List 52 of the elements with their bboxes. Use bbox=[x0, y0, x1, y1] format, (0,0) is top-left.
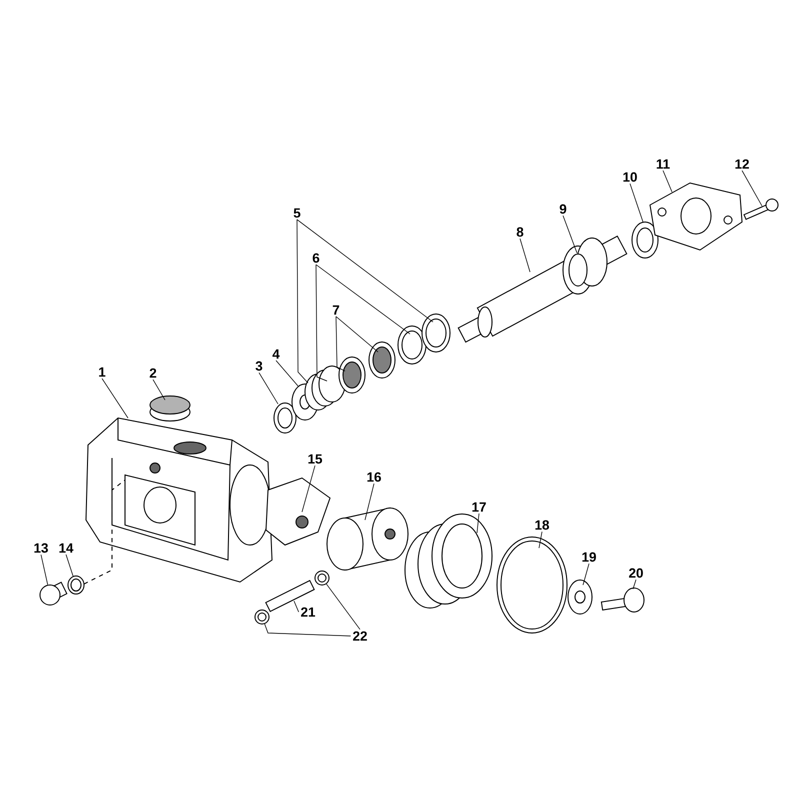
leader-line bbox=[152, 379, 166, 400]
leader-line bbox=[66, 554, 74, 576]
o-ring bbox=[254, 610, 270, 624]
callout-number: 1 bbox=[99, 367, 106, 377]
callout-number: 9 bbox=[560, 204, 566, 214]
leader-line bbox=[276, 360, 298, 386]
leader-line bbox=[476, 513, 480, 534]
callout-number: 8 bbox=[516, 227, 524, 237]
leader-line bbox=[538, 531, 542, 548]
callout-number: 12 bbox=[735, 159, 749, 169]
callout-number: 14 bbox=[59, 543, 74, 553]
leader-line bbox=[562, 215, 578, 254]
callout-number: 7 bbox=[332, 305, 340, 315]
leader-line bbox=[662, 170, 672, 192]
leader-line bbox=[296, 219, 308, 384]
leader-line bbox=[326, 584, 360, 630]
o-ring bbox=[314, 570, 330, 586]
leader-line bbox=[364, 483, 374, 520]
leader-line bbox=[582, 563, 590, 586]
leader-line bbox=[40, 554, 48, 586]
callout-number: 16 bbox=[367, 472, 381, 482]
leader-line bbox=[316, 264, 328, 382]
callout-number: 6 bbox=[312, 253, 320, 263]
callout-number: 10 bbox=[623, 172, 637, 182]
leader-line bbox=[258, 372, 278, 404]
callout-number: 5 bbox=[294, 208, 300, 218]
callout-number: 22 bbox=[353, 631, 367, 641]
leader-line bbox=[264, 624, 352, 636]
callout-number: 4 bbox=[272, 349, 280, 359]
leader-line bbox=[630, 183, 644, 222]
leader-line bbox=[520, 238, 530, 272]
callout-number: 20 bbox=[629, 568, 643, 578]
leader-line bbox=[102, 378, 128, 418]
leader-line bbox=[742, 170, 762, 206]
leader-line bbox=[336, 316, 346, 372]
leader-line bbox=[316, 264, 410, 334]
callout-number: 3 bbox=[256, 361, 262, 371]
leader-line bbox=[336, 316, 378, 352]
callout-number: 11 bbox=[656, 159, 670, 169]
callout-number: 21 bbox=[301, 607, 316, 617]
leader-line bbox=[632, 579, 636, 590]
plug bbox=[40, 582, 68, 606]
leader-line bbox=[302, 465, 316, 512]
leader-line bbox=[294, 600, 300, 612]
callout-number: 19 bbox=[582, 552, 596, 562]
o-ring bbox=[68, 576, 84, 594]
callout-number: 2 bbox=[150, 368, 156, 378]
callout-number: 13 bbox=[34, 543, 48, 553]
leader-line bbox=[296, 219, 434, 322]
callout-number: 15 bbox=[308, 454, 322, 464]
callout-number: 17 bbox=[472, 502, 486, 512]
callout-number: 18 bbox=[535, 520, 550, 530]
